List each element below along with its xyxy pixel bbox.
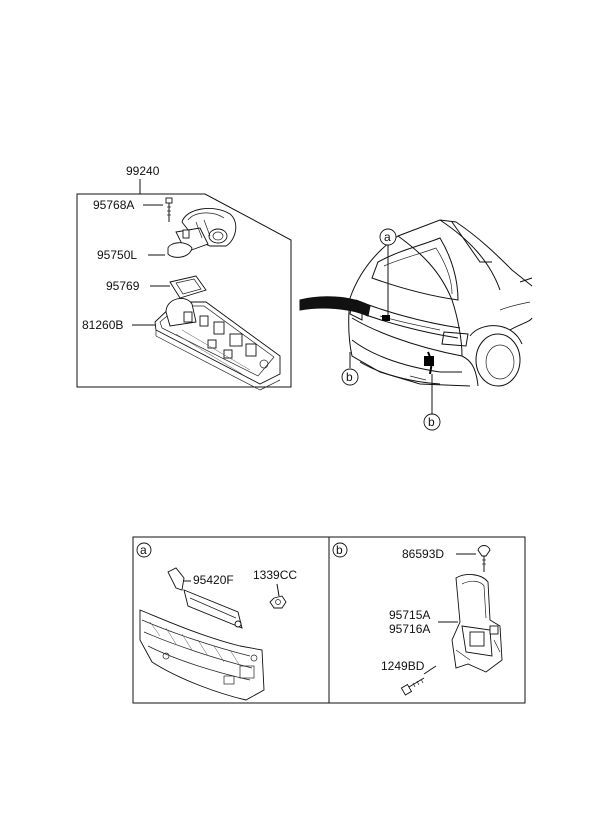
label-screw: 1249BD [381,659,425,673]
svg-text:b: b [428,415,435,429]
svg-text:a: a [140,543,147,557]
vehicle-rear-view [348,219,533,414]
assembly-frame [76,193,292,388]
label-nut: 1339CC [253,568,297,582]
nut-part [269,595,287,609]
label-sensor-b: 95716A [389,622,430,636]
label-bracket: 95420F [193,573,234,587]
assembly-label: 99240 [126,164,160,178]
label-bolt: 95768A [93,198,134,212]
clip-part [477,545,491,572]
label-housing: 81260B [82,318,123,332]
marker-a-top: a [379,228,397,246]
bumper-beam-part [139,609,265,701]
marker-b-left: b [341,368,359,386]
marker-b-right: b [423,413,441,431]
bolt-part [165,197,173,222]
gasket-part [169,275,207,299]
svg-text:a: a [384,230,391,244]
housing-part [154,297,281,391]
screw-part [400,677,425,696]
camera-unit-part [167,207,237,258]
panel-a-badge: a [136,542,152,558]
label-clip: 86593D [402,547,444,561]
panel-b-badge: b [332,542,348,558]
label-sensor-a: 95715A [389,608,430,622]
label-camera-unit: 95750L [97,248,137,262]
svg-text:b: b [346,370,353,384]
label-gasket: 95769 [106,279,140,293]
detail-panel-b: b 86593D 95715A 95716A 1249BD [332,542,503,696]
sensor-bracket-part [451,574,503,673]
camera-bracket-part [167,567,243,629]
detail-panel-a: a 95420F 1339CC [136,542,297,701]
svg-text:b: b [336,543,343,557]
camera-assembly-group: 99240 95768A 95750L 95769 81260B [76,164,292,391]
